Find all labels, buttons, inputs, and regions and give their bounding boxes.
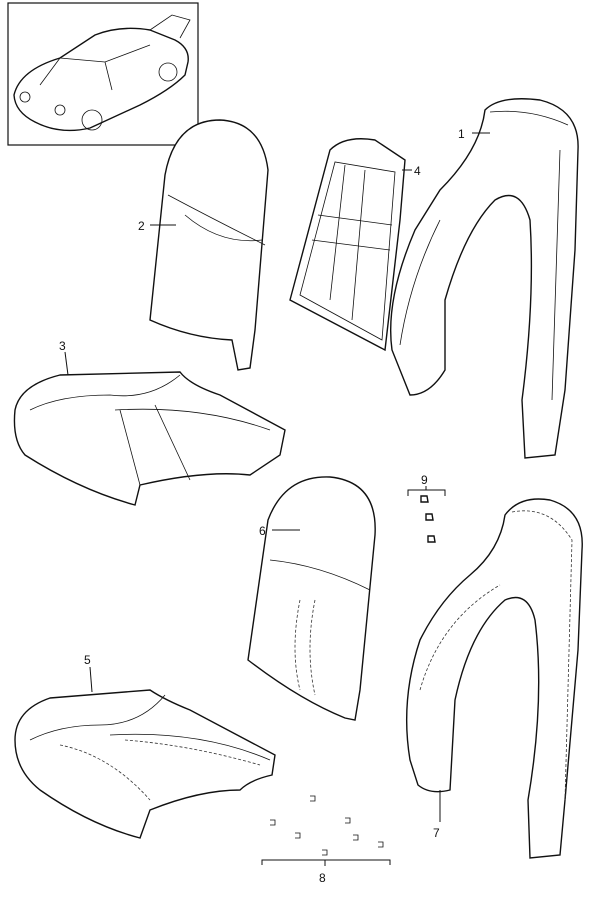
part-6-backrest-cover: [247, 476, 376, 721]
part-2-backrest-cover: [149, 119, 269, 371]
part-5-seat-cushion: [14, 689, 276, 839]
part-4-seat-frame: [289, 138, 406, 352]
leader-lines: [64, 132, 490, 866]
callout-6: 6: [259, 524, 266, 538]
callout-2: 2: [138, 219, 145, 233]
callout-8: 8: [319, 871, 326, 885]
car-thumbnail: [7, 2, 199, 146]
callout-5: 5: [84, 653, 91, 667]
callout-9: 9: [421, 473, 428, 487]
part-1-backrest-side-cover: [389, 98, 579, 459]
part-7-backrest-side-cover: [405, 498, 583, 859]
part-8-clips: [270, 795, 384, 856]
part-9-clips: [420, 495, 436, 543]
callout-4: 4: [414, 164, 421, 178]
part-3-seat-cushion-cover: [13, 371, 286, 506]
callout-7: 7: [433, 826, 440, 840]
callout-3: 3: [59, 339, 66, 353]
callout-1: 1: [458, 127, 465, 141]
